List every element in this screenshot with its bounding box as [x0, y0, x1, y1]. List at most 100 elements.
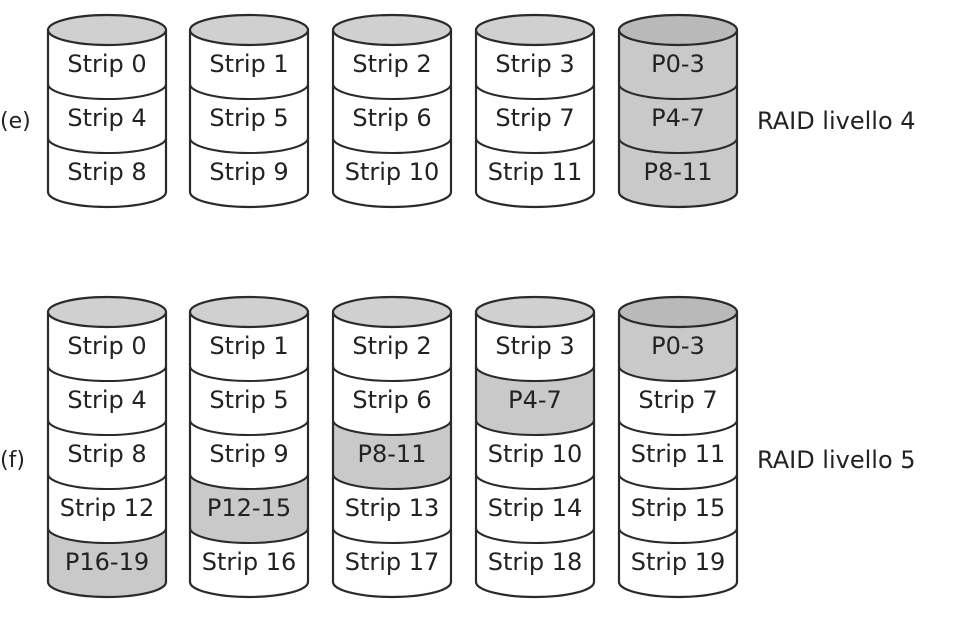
strip-label: Strip 10	[488, 440, 583, 468]
strip-band	[619, 366, 737, 435]
cell-separator	[618, 473, 738, 490]
strip-label: Strip 11	[488, 158, 583, 186]
group-letter: (e)	[0, 109, 31, 134]
strip-label: Strip 10	[345, 158, 440, 186]
strip-label: Strip 9	[209, 440, 288, 468]
cell-separator	[475, 527, 595, 544]
strip-band	[48, 30, 166, 99]
strip-label: Strip 6	[352, 104, 431, 132]
cell-separator	[618, 527, 738, 544]
disk-outline	[188, 30, 310, 209]
strip-label: Strip 5	[209, 386, 288, 414]
disk-outline	[331, 30, 453, 209]
strip-label: Strip 11	[631, 440, 726, 468]
group-letter: (f)	[0, 448, 25, 473]
disk-outline	[617, 312, 739, 599]
parity-band	[333, 420, 451, 489]
cell-separator	[618, 365, 738, 382]
parity-band	[619, 138, 737, 207]
strip-label: Strip 5	[209, 104, 288, 132]
strip-band	[48, 312, 166, 381]
cell-separator	[47, 137, 167, 154]
cell-separator	[475, 365, 595, 382]
strip-band	[190, 138, 308, 207]
strip-label: Strip 16	[202, 548, 297, 576]
strip-band	[619, 474, 737, 543]
strip-band	[619, 420, 737, 489]
parity-band	[619, 84, 737, 153]
strip-label: Strip 0	[67, 332, 146, 360]
disk-top	[46, 13, 168, 47]
disk-outline	[331, 312, 453, 599]
parity-band	[619, 30, 737, 99]
cell-separator	[47, 83, 167, 100]
cell-separator	[332, 527, 452, 544]
cell-separator	[475, 473, 595, 490]
strip-band	[190, 84, 308, 153]
strip-band	[476, 84, 594, 153]
cell-separator	[47, 419, 167, 436]
strip-band	[190, 312, 308, 381]
strip-band	[333, 138, 451, 207]
strip-band	[48, 366, 166, 435]
strip-label: Strip 15	[631, 494, 726, 522]
strip-band	[476, 474, 594, 543]
disk-top	[474, 13, 596, 47]
parity-band	[190, 474, 308, 543]
cell-separator	[189, 365, 309, 382]
strip-band	[476, 420, 594, 489]
strip-band	[190, 30, 308, 99]
strip-label: Strip 18	[488, 548, 583, 576]
strip-label: Strip 8	[67, 158, 146, 186]
strip-label: Strip 17	[345, 548, 440, 576]
strip-band	[48, 420, 166, 489]
strip-label: Strip 4	[67, 386, 146, 414]
strip-band	[48, 474, 166, 543]
disk-2: Strip 2 Strip 6 Strip 10	[331, 13, 453, 209]
cell-separator	[475, 419, 595, 436]
parity-label: P4-7	[651, 104, 705, 132]
disk-top	[188, 13, 310, 47]
raid-level-label: RAID livello 4	[757, 107, 916, 135]
cell-separator	[189, 527, 309, 544]
cell-separator	[189, 137, 309, 154]
parity-label: P16-19	[65, 548, 149, 576]
strip-label: Strip 2	[352, 50, 431, 78]
strip-band	[48, 138, 166, 207]
disk-outline	[617, 30, 739, 209]
strip-label: Strip 12	[60, 494, 155, 522]
cell-separator	[47, 473, 167, 490]
strip-label: Strip 2	[352, 332, 431, 360]
cell-separator	[47, 365, 167, 382]
strip-band	[190, 366, 308, 435]
disk-outline	[188, 312, 310, 599]
cell-separator	[618, 419, 738, 436]
strip-band	[476, 312, 594, 381]
cell-separator	[332, 473, 452, 490]
strip-label: Strip 3	[495, 332, 574, 360]
disk-top	[474, 295, 596, 329]
parity-band	[48, 528, 166, 597]
strip-band	[333, 366, 451, 435]
cell-separator	[47, 527, 167, 544]
strip-label: Strip 14	[488, 494, 583, 522]
parity-label: P0-3	[651, 332, 705, 360]
disk-top	[331, 13, 453, 47]
parity-label: P12-15	[207, 494, 291, 522]
strip-label: Strip 1	[209, 50, 288, 78]
cell-separator	[475, 83, 595, 100]
strip-band	[333, 474, 451, 543]
disk-outline	[46, 30, 168, 209]
strip-label: Strip 6	[352, 386, 431, 414]
cell-separator	[332, 83, 452, 100]
strip-band	[476, 30, 594, 99]
strip-band	[333, 84, 451, 153]
parity-label: P4-7	[508, 386, 562, 414]
strip-label: Strip 19	[631, 548, 726, 576]
